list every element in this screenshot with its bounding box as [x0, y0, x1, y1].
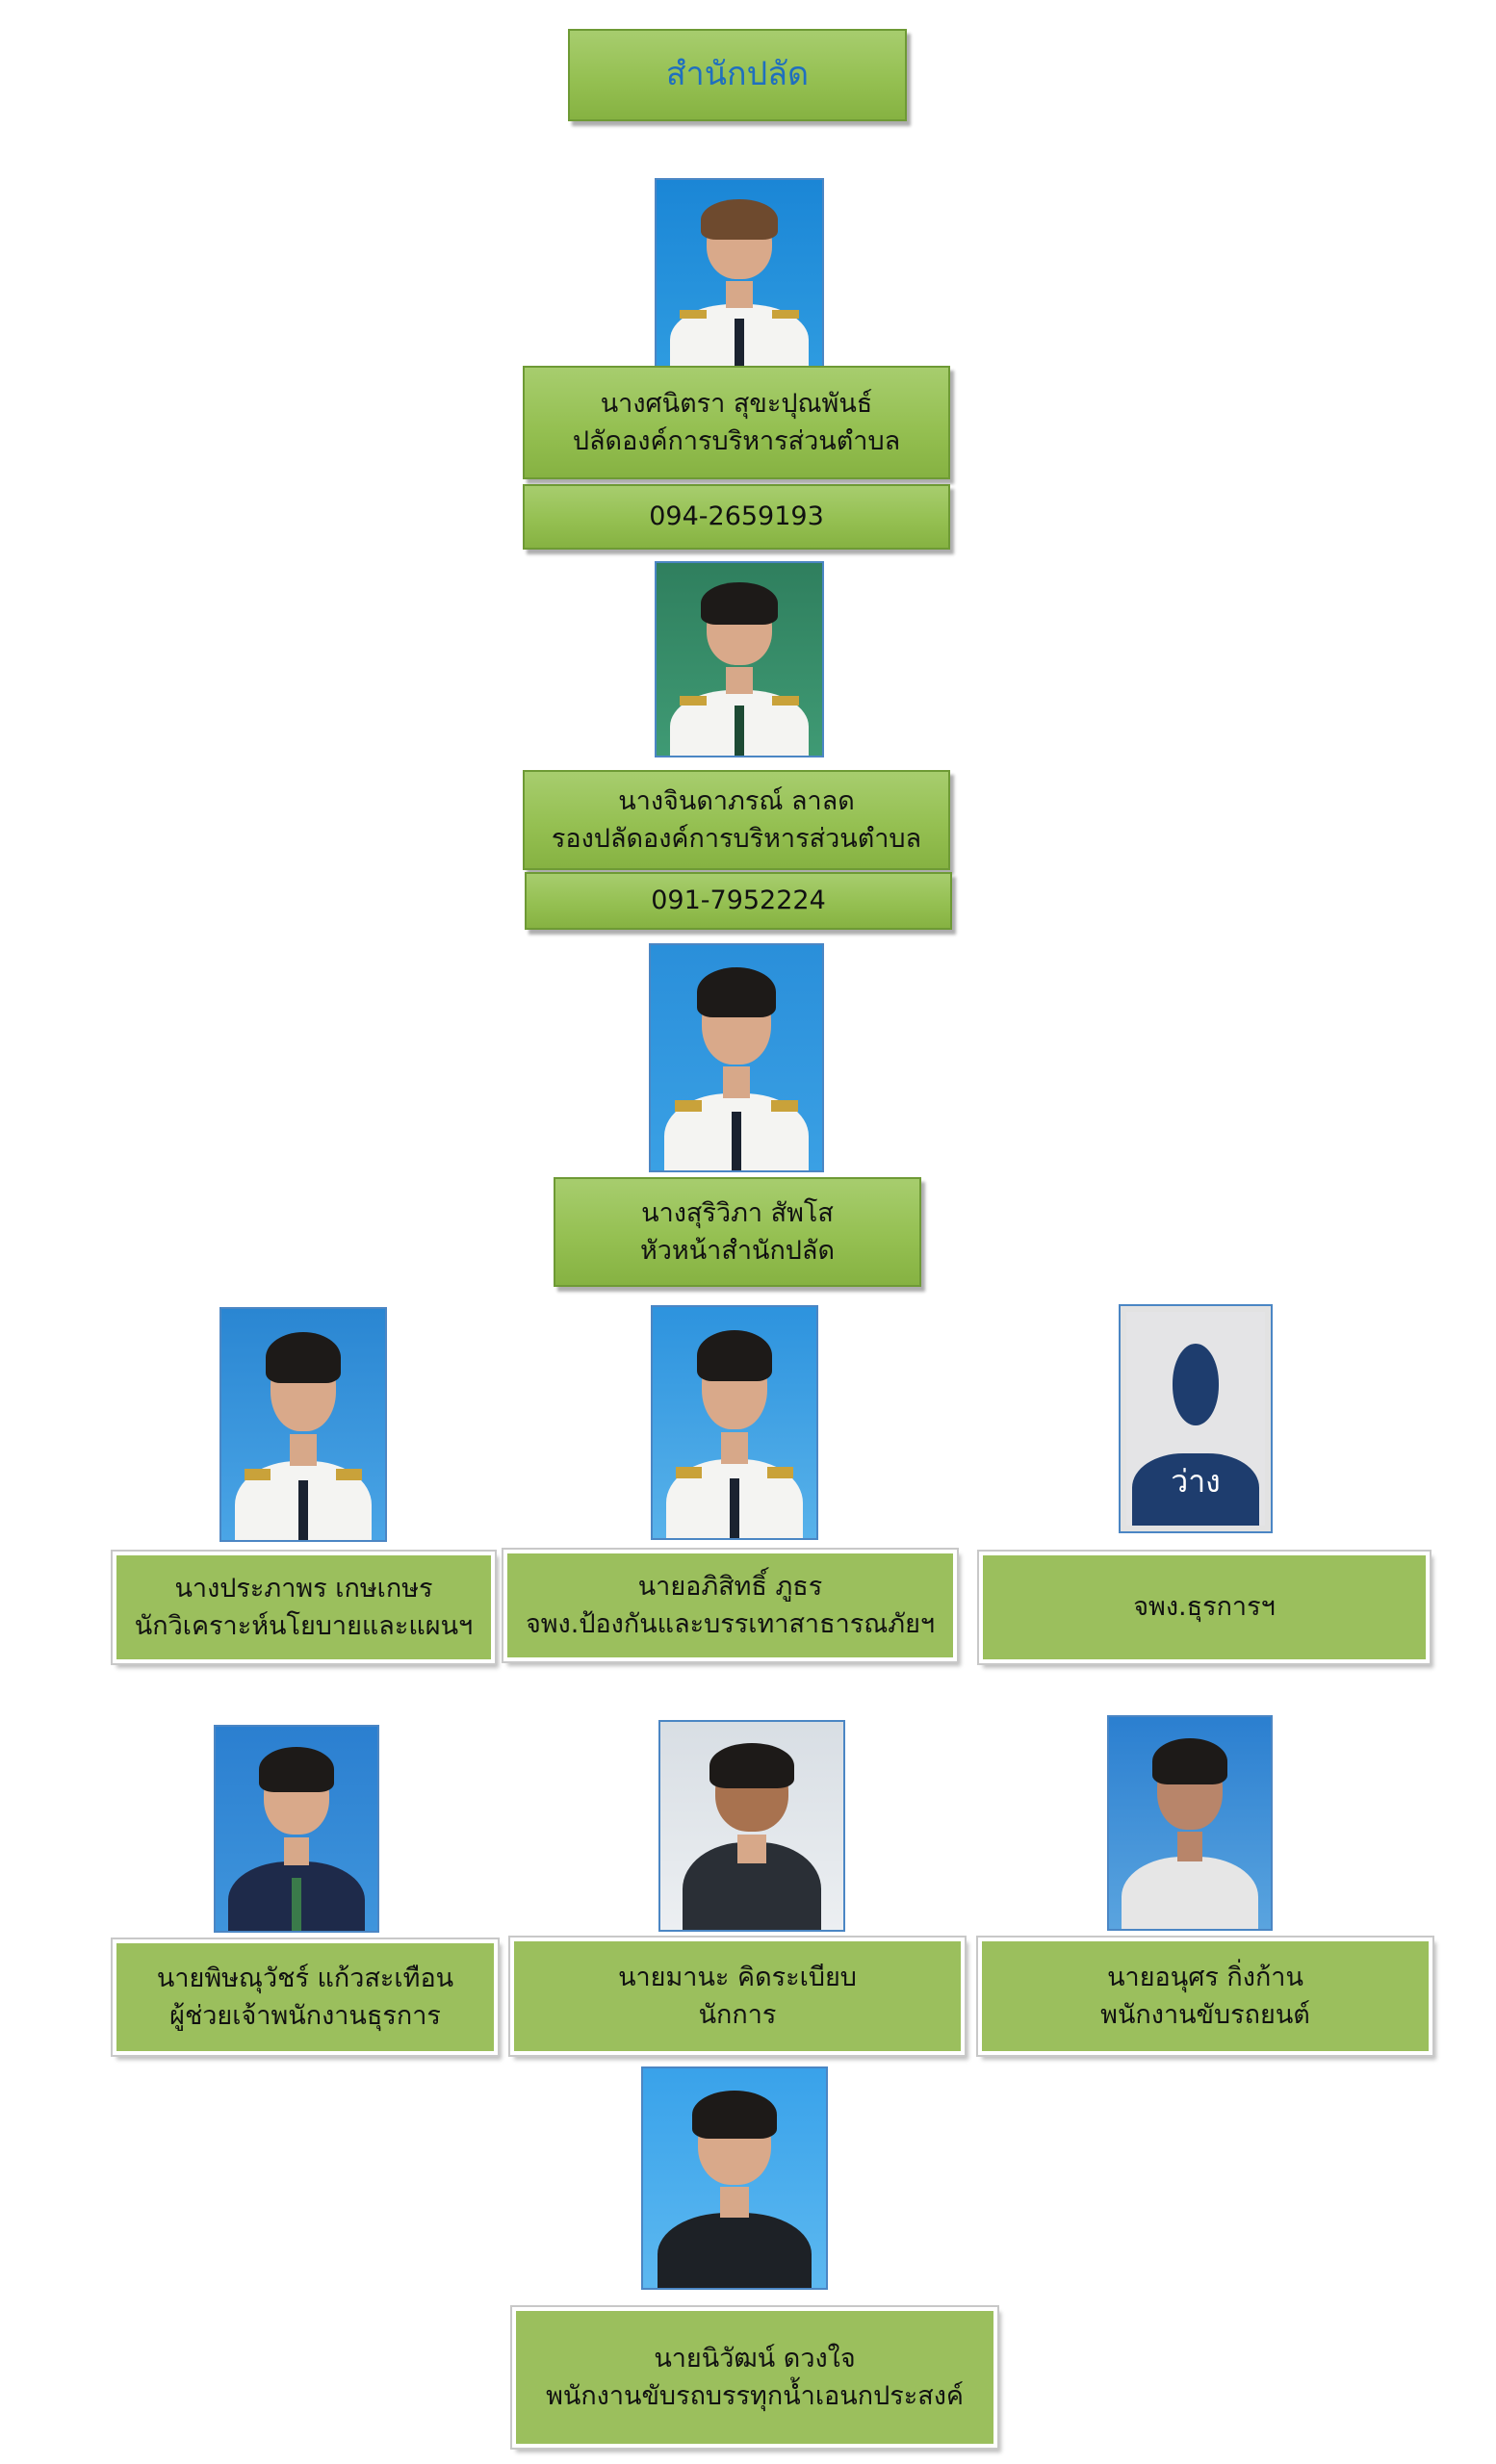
deputy-position: รองปลัดองค์การบริหารส่วนตำบล: [551, 824, 922, 854]
admin-assistant-box: นายพิษณุวัชร์ แก้วสะเทือน ผู้ช่วยเจ้าพนั…: [111, 1938, 500, 2057]
chief-phone-box: 094-2659193: [523, 484, 950, 550]
car-driver-position: พนักงานขับรถยนต์: [1100, 2000, 1310, 2030]
vacant-label: ว่าง: [1171, 1463, 1221, 1501]
admin-assistant-position: ผู้ช่วยเจ้าพนักงานธุรการ: [169, 2001, 441, 2031]
deputy-phone: 091-7952224: [651, 886, 826, 916]
vacant-position-photo: ว่าง: [1119, 1304, 1273, 1533]
person-silhouette-icon: [1172, 1344, 1220, 1425]
janitor-photo: [658, 1720, 845, 1932]
policy-analyst-box: นางประภาพร เกษเกษร นักวิเคราะห์นโยบายและ…: [111, 1550, 497, 1665]
policy-analyst-photo: [219, 1307, 387, 1542]
chief-photo: [655, 178, 824, 370]
policy-analyst-position: นักวิเคราะห์นโยบายและแผนฯ: [134, 1611, 474, 1641]
car-driver-name: นายอนุศร กิ่งก้าน: [1107, 1962, 1303, 1992]
truck-driver-position: พนักงานขับรถบรรทุกน้ำเอนกประสงค์: [546, 2381, 964, 2411]
head-name: นางสุริวิภา สัพโส: [641, 1197, 834, 1228]
car-driver-box: นายอนุศร กิ่งก้าน พนักงานขับรถยนต์: [976, 1936, 1434, 2057]
disaster-officer-position: จพง.ป้องกันและบรรเทาสาธารณภัยฯ: [525, 1609, 936, 1639]
deputy-phone-box: 091-7952224: [525, 872, 952, 930]
vacant-position-title: จพง.ธุรการฯ: [1133, 1592, 1276, 1623]
department-title-box: สำนักปลัด: [568, 29, 907, 121]
disaster-officer-box: นายอภิสิทธิ์ ภูธร จพง.ป้องกันและบรรเทาสา…: [502, 1548, 959, 1663]
chief-name-box: นางศนิตรา สุขะปุณพันธ์ ปลัดองค์การบริหาร…: [523, 366, 950, 479]
policy-analyst-name: นางประภาพร เกษเกษร: [174, 1573, 433, 1604]
admin-assistant-photo: [214, 1725, 379, 1933]
vacant-position-box: จพง.ธุรการฯ: [977, 1550, 1432, 1665]
head-name-box: นางสุริวิภา สัพโส หัวหน้าสำนักปลัด: [554, 1177, 921, 1287]
truck-driver-box: นายนิวัฒน์ ดวงใจ พนักงานขับรถบรรทุกน้ำเอ…: [510, 2305, 999, 2450]
chief-phone: 094-2659193: [649, 501, 824, 532]
disaster-officer-name: นายอภิสิทธิ์ ภูธร: [637, 1571, 823, 1602]
head-photo: [649, 943, 824, 1172]
car-driver-photo: [1107, 1715, 1273, 1931]
chief-name: นางศนิตรา สุขะปุณพันธ์: [600, 388, 873, 419]
truck-driver-photo: [641, 2066, 828, 2290]
department-title: สำนักปลัด: [665, 55, 810, 94]
head-position: หัวหน้าสำนักปลัด: [639, 1236, 836, 1266]
truck-driver-name: นายนิวัฒน์ ดวงใจ: [654, 2343, 856, 2374]
janitor-position: นักการ: [698, 2000, 777, 2030]
admin-assistant-name: นายพิษณุวัชร์ แก้วสะเทือน: [156, 1963, 454, 1993]
janitor-name: นายมานะ คิดระเบียบ: [618, 1962, 857, 1992]
disaster-officer-photo: [651, 1305, 818, 1540]
chief-position: ปลัดองค์การบริหารส่วนตำบล: [572, 426, 901, 456]
deputy-name: นางจินดาภรณ์ ลาลด: [618, 785, 855, 816]
deputy-photo: [655, 561, 824, 757]
deputy-name-box: นางจินดาภรณ์ ลาลด รองปลัดองค์การบริหารส่…: [523, 770, 950, 870]
janitor-box: นายมานะ คิดระเบียบ นักการ: [508, 1936, 967, 2057]
